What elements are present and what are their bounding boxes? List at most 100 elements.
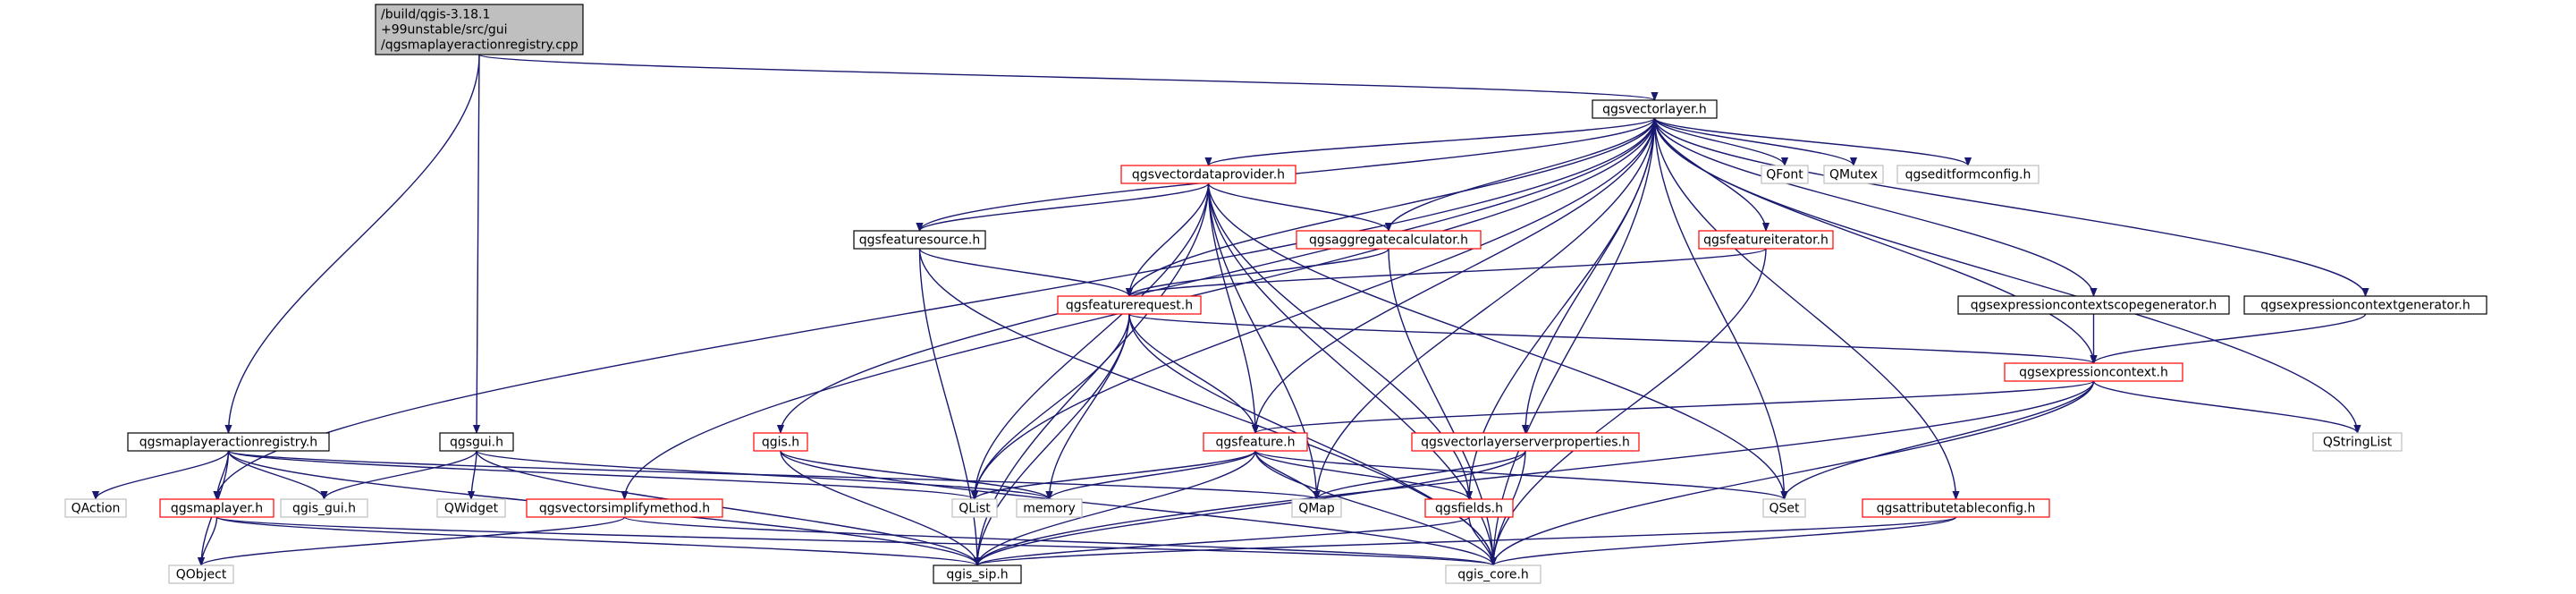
- node-qgsfields[interactable]: qgsfields.h: [1424, 498, 1514, 518]
- node-qgsmaplayeractionregistry[interactable]: qgsmaplayeractionregistry.h: [127, 432, 330, 452]
- node-qgseditformconfig-box: [1896, 165, 2040, 184]
- node-qgsvectorsimplifymethod-box: [526, 498, 723, 518]
- node-qaction[interactable]: QAction: [64, 498, 127, 518]
- edge-qgsfeature-to-qlist: [975, 450, 1256, 500]
- node-root-label: /qgsmaplayeractionregistry.cpp: [381, 38, 579, 53]
- node-qgseditformconfig[interactable]: qgseditformconfig.h: [1896, 165, 2040, 184]
- node-qgsaggregatecalculator-label: qgsaggregatecalculator.h: [1309, 233, 1468, 248]
- edge-qgsexpressioncontext-to-qgis_sip: [977, 380, 2095, 566]
- node-qgis_gui-label: qgis_gui.h: [292, 502, 356, 516]
- node-qgsexpressioncontextgenerator-label: qgsexpressioncontextgenerator.h: [2260, 299, 2470, 313]
- node-qgis_sip-box: [933, 564, 1022, 584]
- node-qmutex-box: [1823, 165, 1884, 184]
- node-qgsfields-box: [1424, 498, 1514, 518]
- edge-qgsvectordataprovider-to-qgsfields: [1207, 182, 1470, 499]
- edge-qgsfeature-to-qgsfields: [1254, 450, 1469, 500]
- node-memory[interactable]: memory: [1016, 498, 1083, 518]
- node-qwidget[interactable]: QWidget: [436, 498, 506, 518]
- node-qgsvectorlayerserverproperties[interactable]: qgsvectorlayerserverproperties.h: [1411, 432, 1640, 452]
- edge-qgsexpressioncontext-to-qstringlist: [2092, 380, 2358, 434]
- node-qstringlist-label: QStringList: [2323, 436, 2393, 450]
- node-qstringlist[interactable]: QStringList: [2312, 432, 2403, 452]
- node-qgis_gui[interactable]: qgis_gui.h: [280, 498, 368, 518]
- edge-qgsvectorlayer-to-qgsaggregatecalculator: [1389, 117, 1656, 232]
- node-qgsaggregatecalculator[interactable]: qgsaggregatecalculator.h: [1296, 230, 1482, 250]
- edge-qgsexpressioncontextgenerator-to-qgsexpressioncontext: [2094, 313, 2367, 364]
- node-qset[interactable]: QSet: [1762, 498, 1806, 518]
- node-qgsfeaturerequest[interactable]: qgsfeaturerequest.h: [1057, 295, 1202, 315]
- node-qfont-box: [1761, 165, 1809, 184]
- node-qgsfeatureiterator-label: qgsfeatureiterator.h: [1703, 233, 1829, 248]
- edge-qgsvectorlayer-to-qgsexpressioncontextscopegenerator: [1653, 117, 2094, 296]
- edge-qgsfeaturerequest-to-qgis_core: [1128, 313, 1493, 565]
- node-qlist[interactable]: QList: [951, 498, 998, 518]
- edge-qgsmaplayeractionregistry-to-qaction: [96, 450, 230, 500]
- node-qgsaggregatecalculator-box: [1296, 230, 1482, 250]
- node-qgsfeaturerequest-box: [1057, 295, 1202, 315]
- node-qgis[interactable]: qgis.h: [753, 432, 808, 452]
- edge-qgsvectorlayerserverproperties-to-qmap: [1317, 450, 1526, 500]
- node-qgsvectorlayerserverproperties-box: [1411, 432, 1640, 452]
- node-qset-box: [1762, 498, 1806, 518]
- edge-qgsfeaturesource-to-qgsfeaturerequest: [918, 248, 1130, 297]
- node-qgsfeaturesource[interactable]: qgsfeaturesource.h: [853, 230, 986, 250]
- edge-qgsvectorlayer-to-qgsattributetableconfig: [1653, 117, 1956, 499]
- edge-qgsvectorsimplifymethod-to-qobject: [201, 516, 626, 566]
- node-qgsattributetableconfig-box: [1862, 498, 2050, 518]
- node-qmutex-label: QMutex: [1829, 168, 1878, 182]
- edge-qgsexpressioncontext-to-qset: [1785, 380, 2095, 500]
- node-qgis_core-label: qgis_core.h: [1457, 568, 1529, 582]
- edge-qgis-to-qgis_core: [780, 450, 1493, 566]
- edge-qgsfeaturerequest-to-qlist: [975, 313, 1130, 499]
- node-qgsfeature[interactable]: qgsfeature.h: [1203, 432, 1308, 452]
- node-qfont[interactable]: QFont: [1761, 165, 1809, 184]
- edge-qgsvectorlayer-to-qstringlist: [1653, 117, 2358, 433]
- node-qmap[interactable]: QMap: [1291, 498, 1342, 518]
- edge-qgsexpressioncontext-to-qgis_core: [1493, 380, 2095, 565]
- node-qlist-label: QList: [959, 502, 991, 516]
- node-qgis-label: qgis.h: [762, 436, 799, 450]
- node-qgsexpressioncontextscopegenerator[interactable]: qgsexpressioncontextscopegenerator.h: [1957, 295, 2230, 315]
- node-qgsvectordataprovider[interactable]: qgsvectordataprovider.h: [1120, 165, 1296, 184]
- edge-qgsaggregatecalculator-to-qgsfeaturerequest: [1129, 248, 1389, 297]
- edge-qgsvectorlayer-to-qfont: [1653, 117, 1786, 166]
- edge-qgsvectorlayer-to-qgseditformconfig: [1653, 117, 1969, 166]
- node-qmutex[interactable]: QMutex: [1823, 165, 1884, 184]
- node-qgsfeature-box: [1203, 432, 1308, 452]
- node-qgsgui-label: qgsgui.h: [450, 436, 503, 450]
- node-qgsvectorlayer[interactable]: qgsvectorlayer.h: [1592, 99, 1718, 119]
- node-qgis_core-box: [1445, 564, 1541, 584]
- edge-qgsexpressioncontext-to-qgsfeature: [1255, 380, 2095, 434]
- node-qgsgui[interactable]: qgsgui.h: [439, 432, 514, 452]
- node-qgsexpressioncontextgenerator-box: [2243, 295, 2487, 315]
- node-qgis_sip[interactable]: qgis_sip.h: [933, 564, 1022, 584]
- node-qgsmaplayer-label: qgsmaplayer.h: [171, 502, 263, 516]
- node-qgsattributetableconfig[interactable]: qgsattributetableconfig.h: [1862, 498, 2050, 518]
- edge-qgsmaplayeractionregistry-to-qgis_gui: [227, 450, 325, 500]
- node-memory-label: memory: [1023, 502, 1076, 516]
- node-qgsmaplayer[interactable]: qgsmaplayer.h: [159, 498, 274, 518]
- node-root[interactable]: /build/qgis-3.18.1+99unstable/src/gui/qg…: [375, 4, 584, 55]
- node-qobject[interactable]: QObject: [168, 564, 234, 584]
- nodes-layer: /build/qgis-3.18.1+99unstable/src/gui/qg…: [64, 4, 2487, 584]
- edge-qgsaggregatecalculator-to-qgis_core: [1388, 248, 1493, 565]
- node-qgsexpressioncontextscopegenerator-box: [1957, 295, 2230, 315]
- node-qgsvectorlayer-label: qgsvectorlayer.h: [1602, 103, 1707, 117]
- edge-qgsfeature-to-memory: [1050, 450, 1256, 500]
- node-qaction-label: QAction: [72, 502, 121, 516]
- node-qgsfeatureiterator[interactable]: qgsfeatureiterator.h: [1698, 230, 1834, 250]
- node-qgsexpressioncontext[interactable]: qgsexpressioncontext.h: [2004, 362, 2183, 382]
- node-qgsvectorsimplifymethod[interactable]: qgsvectorsimplifymethod.h: [526, 498, 723, 518]
- node-qgsmaplayeractionregistry-label: qgsmaplayeractionregistry.h: [139, 436, 317, 450]
- node-qgsvectorsimplifymethod-label: qgsvectorsimplifymethod.h: [539, 502, 710, 516]
- edge-qgsvectorlayer-to-qlist: [975, 117, 1656, 499]
- node-qwidget-label: QWidget: [444, 502, 499, 516]
- node-qgsexpressioncontextgenerator[interactable]: qgsexpressioncontextgenerator.h: [2243, 295, 2487, 315]
- edge-qgsfeaturerequest-to-qgsexpressioncontext: [1128, 313, 2094, 364]
- edge-qgsfeature-to-qset: [1254, 450, 1785, 500]
- edge-qgsfeaturerequest-to-memory: [1050, 313, 1130, 499]
- node-qgis_core[interactable]: qgis_core.h: [1445, 564, 1541, 584]
- node-qgsfeaturerequest-label: qgsfeaturerequest.h: [1066, 299, 1193, 313]
- node-qgsexpressioncontext-label: qgsexpressioncontext.h: [2019, 366, 2168, 380]
- edge-qgsvectorlayer-to-qgsexpressioncontextgenerator: [1653, 117, 2366, 296]
